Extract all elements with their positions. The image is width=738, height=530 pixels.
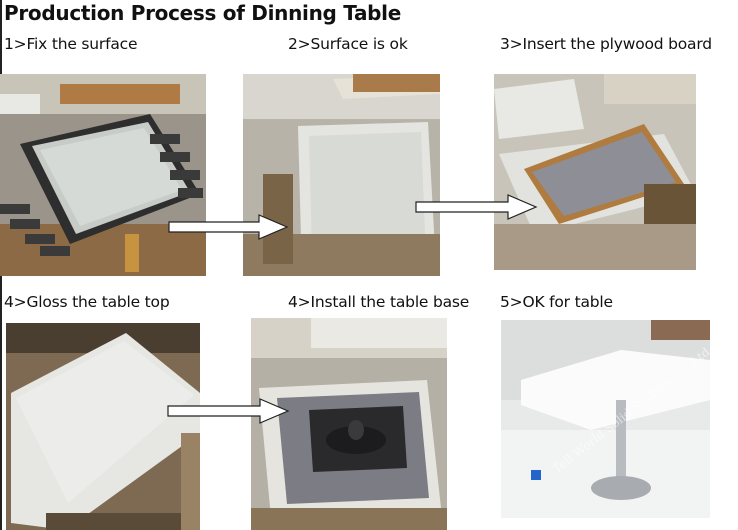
finished-table-photo — [501, 320, 710, 518]
table-base-mount-photo — [251, 318, 447, 530]
clamped-surface-photo — [0, 74, 206, 276]
step-5-caption: 4>Install the table base — [288, 293, 470, 311]
step-3-caption: 3>Insert the plywood board — [500, 35, 712, 53]
arrow-step2-to-step3 — [415, 194, 538, 220]
plywood-board-photo — [494, 74, 696, 270]
step-4-caption: 4>Gloss the table top — [4, 293, 170, 311]
finished-surface-photo — [243, 74, 440, 276]
step-2-caption: 2>Surface is ok — [288, 35, 408, 53]
arrow-step1-to-step2 — [168, 214, 289, 240]
arrow-step4-to-step5 — [167, 398, 290, 424]
step-6-caption: 5>OK for table — [500, 293, 613, 311]
glossed-top-photo — [6, 323, 200, 530]
step-1-caption: 1>Fix the surface — [4, 35, 138, 53]
page-title: Production Process of Dinning Table — [4, 1, 401, 25]
